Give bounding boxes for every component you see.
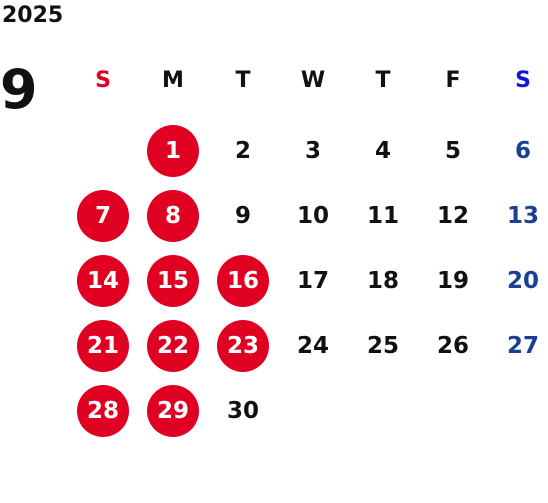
year-label: 2025 (2, 3, 64, 28)
holiday-day-number: 21 (77, 319, 129, 372)
empty-cell (68, 118, 138, 183)
calendar-day[interactable]: 18 (348, 248, 418, 313)
calendar-day[interactable]: 30 (208, 378, 278, 443)
calendar-day[interactable]: 14 (68, 248, 138, 313)
day-number: 18 (366, 267, 399, 294)
weekday-wednesday: W (300, 68, 326, 93)
holiday-day-number: 15 (147, 254, 199, 307)
weekday-thursday: T (375, 68, 391, 93)
holiday-day-number: 16 (217, 254, 269, 307)
day-number: 5 (444, 137, 461, 164)
holiday-day-number: 1 (147, 124, 199, 177)
day-number: 19 (436, 267, 469, 294)
holiday-day-number: 28 (77, 384, 129, 437)
day-number: 4 (374, 137, 391, 164)
day-number: 12 (436, 202, 469, 229)
calendar-day[interactable]: 17 (278, 248, 348, 313)
calendar-day[interactable]: 23 (208, 313, 278, 378)
holiday-day-number: 23 (217, 319, 269, 372)
calendar-day[interactable]: 16 (208, 248, 278, 313)
day-number: 25 (366, 332, 399, 359)
calendar-day[interactable]: 7 (68, 183, 138, 248)
calendar-day[interactable]: 15 (138, 248, 208, 313)
calendar-day[interactable]: 21 (68, 313, 138, 378)
day-number: 27 (506, 332, 539, 359)
weekday-sunday: S (95, 68, 111, 93)
calendar-day[interactable]: 3 (278, 118, 348, 183)
day-number: 20 (506, 267, 539, 294)
calendar-day[interactable]: 4 (348, 118, 418, 183)
calendar-day[interactable]: 27 (488, 313, 548, 378)
calendar-day[interactable]: 8 (138, 183, 208, 248)
weekday-monday: M (162, 68, 184, 93)
calendar-day[interactable]: 11 (348, 183, 418, 248)
calendar-day[interactable]: 19 (418, 248, 488, 313)
holiday-day-number: 14 (77, 254, 129, 307)
day-number: 9 (234, 202, 251, 229)
weekday-friday: F (445, 68, 461, 93)
calendar-day[interactable]: 9 (208, 183, 278, 248)
holiday-day-number: 29 (147, 384, 199, 437)
calendar-day[interactable]: 13 (488, 183, 548, 248)
weekday-tuesday: T (235, 68, 251, 93)
day-number: 26 (436, 332, 469, 359)
day-number: 17 (296, 267, 329, 294)
day-number: 13 (506, 202, 539, 229)
calendar-day[interactable]: 2 (208, 118, 278, 183)
day-number: 6 (514, 137, 531, 164)
holiday-day-number: 8 (147, 189, 199, 242)
calendar-day[interactable]: 12 (418, 183, 488, 248)
calendar-day[interactable]: 25 (348, 313, 418, 378)
weekday-saturday: S (515, 68, 531, 93)
calendar-day[interactable]: 1 (138, 118, 208, 183)
calendar-day[interactable]: 22 (138, 313, 208, 378)
day-number: 24 (296, 332, 329, 359)
day-number: 11 (366, 202, 399, 229)
calendar-day[interactable]: 28 (68, 378, 138, 443)
day-number: 3 (304, 137, 321, 164)
holiday-day-number: 22 (147, 319, 199, 372)
day-number: 2 (234, 137, 251, 164)
day-number: 10 (296, 202, 329, 229)
holiday-day-number: 7 (77, 189, 129, 242)
month-number: 9 (0, 58, 38, 121)
calendar-day[interactable]: 6 (488, 118, 548, 183)
day-number: 30 (226, 397, 259, 424)
calendar-day[interactable]: 10 (278, 183, 348, 248)
calendar-day[interactable]: 29 (138, 378, 208, 443)
calendar-day[interactable]: 5 (418, 118, 488, 183)
weekday-header-row: S M T W T F S (68, 60, 548, 102)
calendar-day[interactable]: 26 (418, 313, 488, 378)
calendar-day[interactable]: 20 (488, 248, 548, 313)
calendar-day[interactable]: 24 (278, 313, 348, 378)
